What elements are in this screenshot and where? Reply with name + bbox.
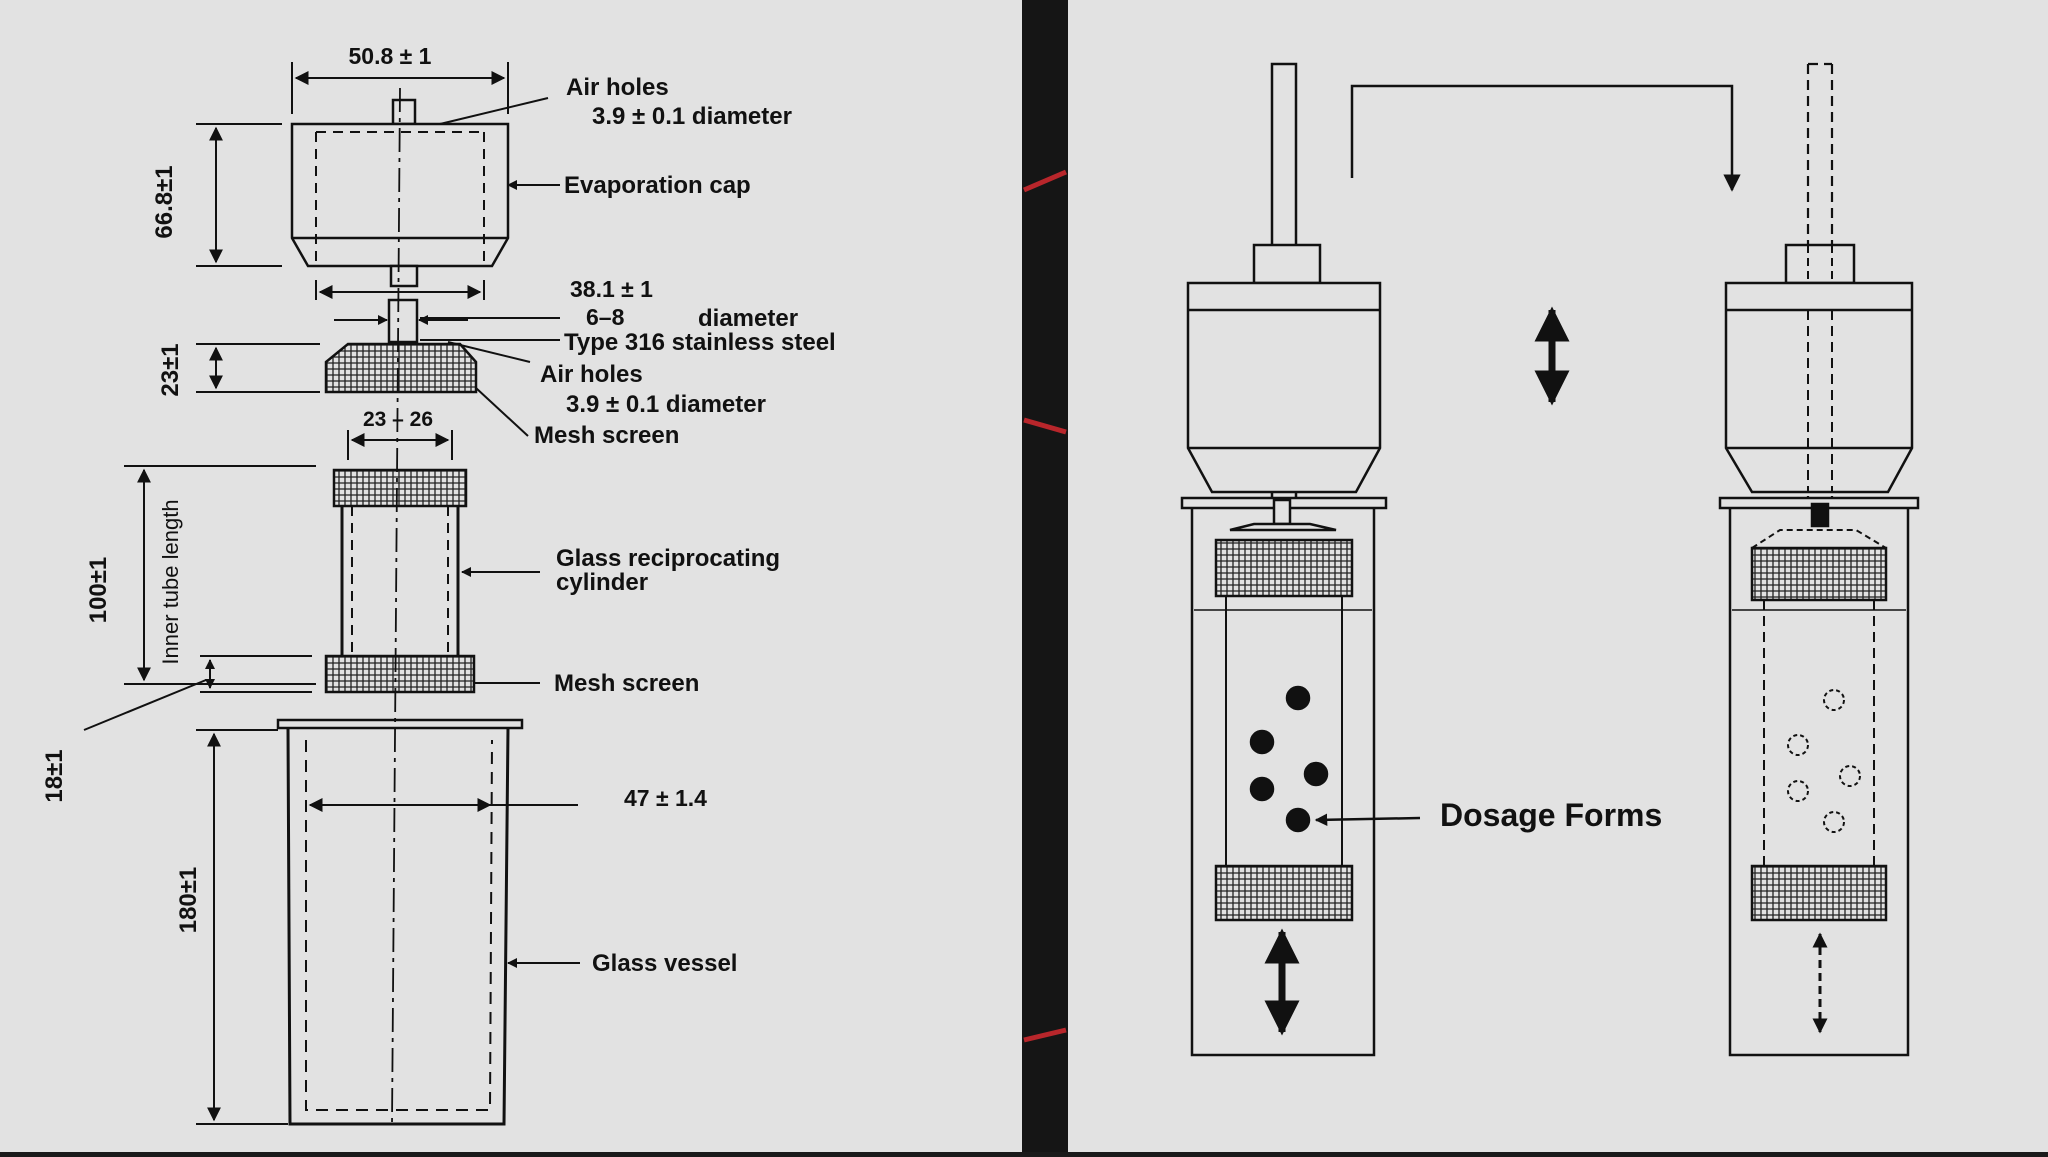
dim-disc-width: 23 – 26 — [363, 408, 433, 431]
dim-inner-length-label: Inner tube length — [158, 499, 183, 664]
label-diameter: diameter — [698, 305, 798, 332]
label-glass-cylinder-line2: cylinder — [556, 569, 648, 596]
glass-vessel — [276, 718, 524, 1126]
label-dosage-forms: Dosage Forms — [1440, 797, 1662, 833]
label-mesh-screen-lower: Mesh screen — [554, 670, 699, 697]
dim-cap-width: 50.8 ± 1 — [349, 43, 432, 69]
dim-shaft: 6–8 — [586, 304, 625, 330]
unit-right — [1718, 62, 1920, 1057]
label-mesh-screen-upper: Mesh screen — [534, 422, 679, 449]
left-labels: Air holes 3.9 ± 0.1 diameter Evaporation… — [534, 74, 836, 977]
label-evaporation-cap: Evaporation cap — [564, 172, 751, 199]
label-air-holes-top-diameter: 3.9 ± 0.1 diameter — [592, 103, 792, 130]
label-air-holes-mid-diameter: 3.9 ± 0.1 diameter — [566, 391, 766, 418]
right-drawing — [1180, 62, 1920, 1057]
dimension-lines — [83, 62, 578, 1125]
reciprocating-cylinder — [324, 468, 476, 694]
divider-red-streaks — [1023, 169, 1067, 1043]
left-drawing — [83, 62, 580, 1126]
leader-lines — [420, 97, 580, 968]
dosage-forms-leader — [1314, 813, 1421, 827]
label-glass-cylinder-line1: Glass reciprocating — [556, 545, 780, 572]
dim-cap-base: 38.1 ± 1 — [570, 276, 653, 302]
dim-screen-gap: 18±1 — [41, 749, 68, 802]
label-glass-vessel: Glass vessel — [592, 950, 737, 977]
dim-inner-length-value: 100±1 — [85, 557, 112, 624]
dim-vessel-width: 47 ± 1.4 — [624, 785, 707, 811]
evaporation-cap — [290, 98, 510, 288]
label-air-holes-mid: Air holes — [540, 361, 643, 388]
left-dimension-texts: 50.8 ± 1 66.8±1 38.1 ± 1 6–8 23±1 23 – 2… — [41, 43, 707, 933]
transfer-arrow — [1350, 84, 1741, 192]
center-line — [391, 87, 401, 1125]
label-stainless-steel: Type 316 stainless steel — [564, 329, 836, 356]
unit-left — [1180, 62, 1388, 1057]
center-divider — [1022, 0, 1068, 1152]
dim-vessel-height: 180±1 — [175, 867, 202, 934]
dim-cap-height: 66.8±1 — [151, 165, 178, 238]
label-air-holes-top: Air holes — [566, 74, 669, 101]
dim-disc-height: 23±1 — [157, 343, 184, 396]
